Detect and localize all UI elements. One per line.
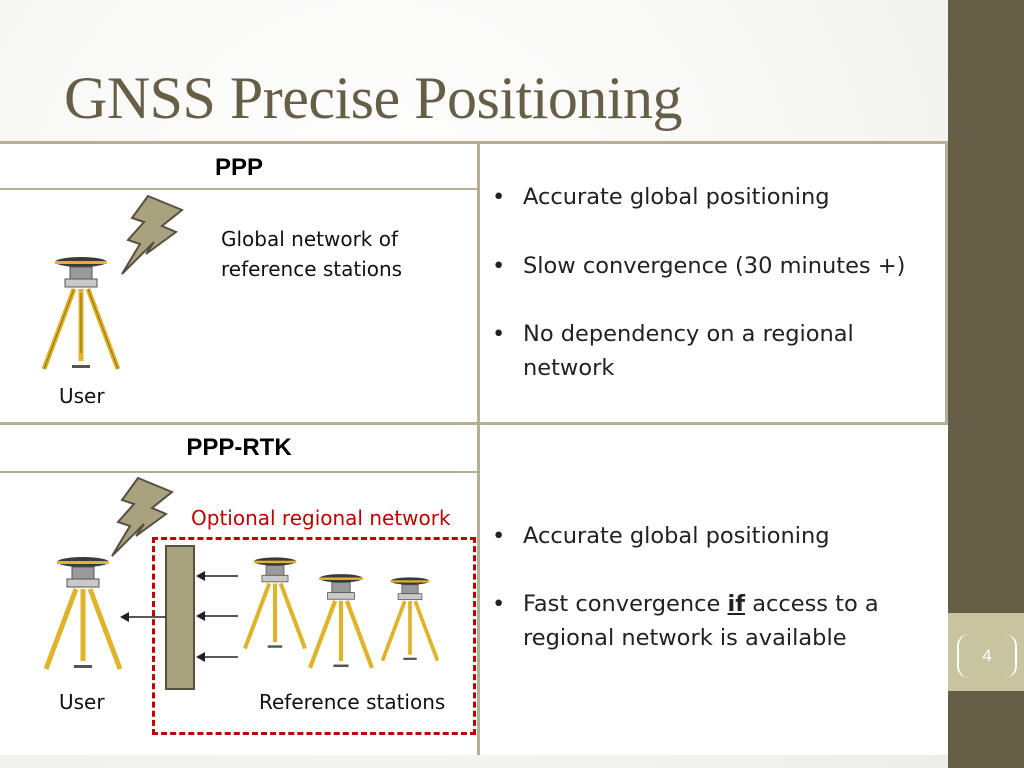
- ppp-header-divider: [0, 188, 478, 190]
- page-number-tab: [948, 613, 1024, 691]
- page-number: 4: [982, 646, 992, 665]
- arrow-left-icon: [120, 612, 166, 622]
- ppp-rtk-header: PPP-RTK: [186, 434, 292, 461]
- bullet-emphasis: if: [727, 591, 746, 617]
- row-divider: [0, 422, 948, 425]
- tripod-icon: [308, 574, 374, 669]
- ppp-rtk-user-label: User: [59, 690, 105, 714]
- regional-network-server: [165, 545, 195, 690]
- ppp-bullet-3: No dependency on a regional network: [492, 317, 912, 385]
- ppp-rtk-bullet-1: Accurate global positioning: [492, 519, 912, 553]
- page-number-bracket: [957, 634, 1017, 678]
- table-top-border: [0, 141, 948, 144]
- ppp-header: PPP: [214, 154, 264, 181]
- optional-network-label: Optional regional network: [191, 506, 451, 530]
- lightning-icon: [121, 194, 184, 275]
- regional-network-box: [152, 537, 476, 735]
- ppp-bullet-list: Accurate global positioning Slow converg…: [492, 180, 912, 385]
- ppp-rtk-bullet-list: Accurate global positioning Fast converg…: [492, 519, 912, 655]
- ppp-user-label: User: [59, 384, 105, 408]
- tripod-icon: [242, 557, 308, 650]
- column-divider: [477, 141, 480, 755]
- reference-stations-label: Reference stations: [259, 690, 446, 714]
- arrow-left-icon: [196, 611, 238, 621]
- bullet-text-pre: Fast convergence: [523, 591, 728, 617]
- lightning-icon: [111, 476, 174, 557]
- ppp-bullet-2: Slow convergence (30 minutes +): [492, 249, 912, 283]
- arrow-left-icon: [196, 571, 238, 581]
- tripod-icon: [43, 557, 123, 670]
- tripod-icon: [41, 257, 121, 370]
- bullet-text-post: access to a regional network is availabl…: [523, 591, 879, 651]
- slide-title: GNSS Precise Positioning: [64, 65, 683, 131]
- tripod-icon: [380, 577, 440, 662]
- table-right-border: [945, 141, 948, 425]
- arrow-left-icon: [196, 652, 238, 662]
- global-network-label: Global network of reference stations: [221, 227, 403, 281]
- ppp-rtk-bullet-2: Fast convergence if access to a regional…: [492, 587, 912, 655]
- ppp-rtk-header-divider: [0, 471, 478, 473]
- ppp-bullet-1: Accurate global positioning: [492, 180, 912, 214]
